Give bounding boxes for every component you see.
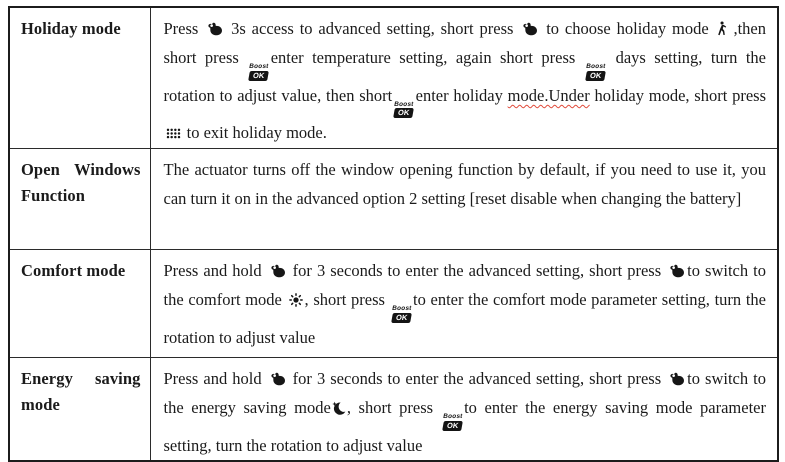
text-run: to enter the comfort mode parameter sett…	[163, 290, 767, 347]
feature-description-cell: Press 3s access to advanced setting, sho…	[149, 6, 779, 149]
boost-label: Boost	[442, 413, 463, 421]
text-run: , short press	[304, 290, 390, 310]
boost-label: Boost	[585, 63, 606, 71]
text-run: Press	[163, 19, 205, 38]
text-run: for 3 seconds to enter the advanced sett…	[287, 260, 667, 280]
sun-icon	[288, 293, 303, 307]
text-run: 3s access to advanced setting, short pre…	[225, 19, 520, 38]
feature-description-cell: Press and hold for 3 seconds to enter th…	[149, 248, 779, 358]
text-run: to exit holiday mode.	[182, 123, 327, 143]
moon-star-icon	[332, 401, 346, 416]
press-knob-icon	[668, 372, 685, 386]
misspelled-text: mode.Under	[507, 85, 590, 105]
text-run: to enter the energy saving mode paramete…	[163, 398, 766, 455]
ok-button-label: OK	[393, 108, 415, 119]
ok-button-label: OK	[248, 70, 270, 81]
text-run: enter holiday	[415, 85, 508, 105]
text-run: for 3 seconds to enter the advanced sett…	[287, 368, 667, 388]
feature-name-cell: Open Windows Function	[8, 147, 151, 250]
press-knob-icon	[269, 264, 286, 278]
text-run: days setting, turn the rotation to adjus…	[163, 48, 767, 105]
feature-name-cell: Comfort mode	[8, 248, 151, 358]
feature-name-cell: Energy saving mode	[8, 356, 151, 462]
text-run: to choose holiday mode	[540, 19, 715, 38]
text-run: , short press	[346, 398, 441, 418]
text-run: to switch to the comfort mode	[163, 260, 767, 310]
ok-button-label: OK	[441, 420, 463, 431]
text-run: The actuator turns off the window openin…	[163, 159, 767, 209]
boost-label: Boost	[248, 63, 270, 71]
text-run: ,then short press	[163, 19, 766, 68]
feature-name-cell: Holiday mode	[8, 6, 151, 149]
dot-grid-icon	[166, 128, 181, 139]
ok-button-label: OK	[584, 70, 606, 81]
text-run: enter temperature setting, again short p…	[270, 48, 584, 68]
boost-label: Boost	[391, 305, 412, 313]
text-run: to switch to the energy saving mode	[163, 368, 767, 418]
text-run: Press and hold	[163, 368, 267, 388]
ok-button-label: OK	[390, 312, 412, 323]
press-knob-icon	[521, 22, 538, 36]
press-knob-icon	[269, 372, 286, 386]
walking-person-icon	[716, 21, 727, 36]
feature-description-cell: Press and hold for 3 seconds to enter th…	[149, 356, 779, 462]
text-run: holiday mode, short press	[589, 85, 766, 105]
text-run: Press and hold	[163, 260, 267, 280]
feature-description-cell: The actuator turns off the window openin…	[149, 147, 779, 250]
press-knob-icon	[206, 22, 223, 36]
press-knob-icon	[668, 264, 685, 278]
